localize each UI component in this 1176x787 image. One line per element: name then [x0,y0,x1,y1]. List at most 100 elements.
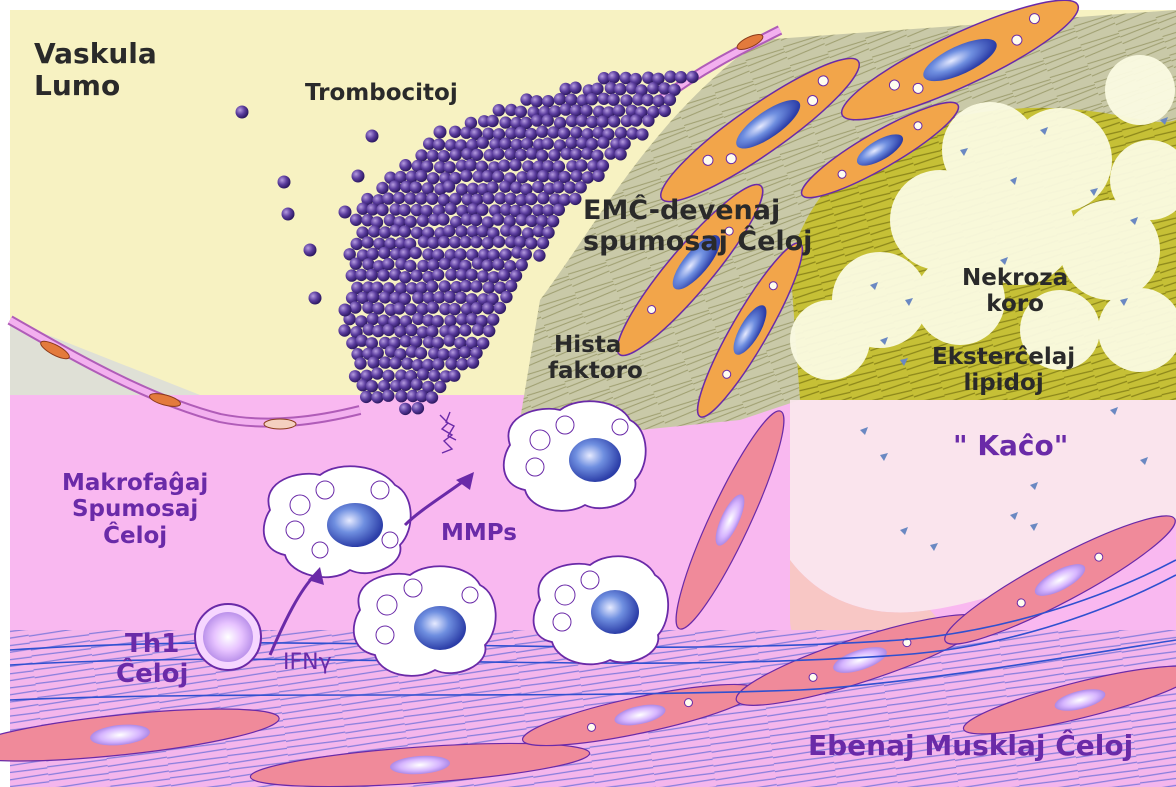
platelet [410,247,422,259]
platelet [445,203,457,215]
platelet [525,193,537,205]
platelet [486,115,498,127]
vascular-lumen-label-line1: Vaskula [34,38,157,70]
platelet [371,391,383,403]
platelet [368,225,380,237]
platelet [487,313,499,325]
platelet [492,170,504,182]
platelet [417,215,429,227]
platelet [460,170,472,182]
platelet [433,138,445,150]
platelet [536,126,548,138]
necrotic-core-label: Nekroza koro [962,265,1068,318]
platelet [376,182,388,194]
platelet [426,391,438,403]
platelet [366,380,378,392]
platelet [659,105,671,117]
platelet [404,192,416,204]
platelet [536,150,548,162]
platelet [382,390,394,402]
platelet [398,204,410,216]
macrophage-foam-cells-label: Makrofaĝaj Spumosaj Ĉeloj [62,470,208,549]
platelet [482,302,494,314]
platelet [366,269,378,281]
gruel-label: " Kaĉo" [953,430,1068,462]
platelet [360,391,372,403]
platelet [351,238,363,250]
platelet [428,370,440,382]
platelet [493,236,505,248]
platelet [552,181,564,193]
platelet [427,301,439,313]
platelet [467,356,479,368]
platelet [434,381,446,393]
platelet [439,280,451,292]
vascular-lumen-label-line2: Lumo [34,70,157,102]
extracellular-lipids-label-line1: Eksterĉelaj [932,344,1075,370]
platelet [443,161,455,173]
platelet [382,258,394,270]
platelet [437,213,449,225]
platelet [278,176,291,189]
platelet [526,170,538,182]
platelet [382,192,394,204]
platelet [399,159,411,171]
platelet [410,181,422,193]
platelet [586,93,598,105]
platelet [456,358,468,370]
platelet [372,302,384,314]
platelet [434,126,447,139]
platelet [439,258,451,270]
platelet [379,226,391,238]
platelet [412,313,424,325]
platelet [569,82,581,94]
platelet [514,236,526,248]
platelet [415,347,427,359]
platelet [354,357,366,369]
platelet [481,259,493,271]
platelet [492,148,504,160]
platelet [350,258,362,270]
platelet [505,193,517,205]
platelet [350,214,362,226]
platelet [438,150,450,162]
platelet [465,159,477,171]
platelet [450,149,462,161]
platelet [509,159,521,171]
platelet [460,236,472,248]
platelet [548,149,560,161]
ifn-label: IFNγ [283,650,332,675]
platelet [630,114,642,126]
platelet [427,237,439,249]
platelet [459,324,471,336]
platelet [393,192,405,204]
platelet [339,206,352,219]
platelet [378,269,390,281]
platelet [483,281,495,293]
vascular-lumen-label: Vaskula Lumo [34,38,157,102]
platelet [405,324,417,336]
platelet [471,149,483,161]
platelet [564,181,576,193]
platelet [376,204,388,216]
platelet [426,280,438,292]
platelet [432,269,444,281]
smooth-muscle-cells-label: Ebenaj Musklaj Ĉeloj [808,730,1133,762]
platelet [542,95,554,107]
platelet [608,115,620,127]
platelet [499,181,511,193]
platelet [426,325,438,337]
platelet [352,170,365,183]
necrotic-core-label-line1: Nekroza [962,265,1068,291]
platelet [393,302,405,314]
extracellular-lipids-label-line2: lipidoj [932,370,1075,396]
tissue-factor-label: Hista faktoro [548,332,643,385]
platelet [395,390,407,402]
platelets-label: Trombocitoj [305,80,458,106]
ecm-foam-cells-label: EMĈ-devenaj spumosaj Ĉeloj [583,195,812,257]
platelet [482,192,494,204]
platelet [282,208,295,221]
platelet [415,192,427,204]
platelet [509,225,521,237]
platelet [399,271,411,283]
